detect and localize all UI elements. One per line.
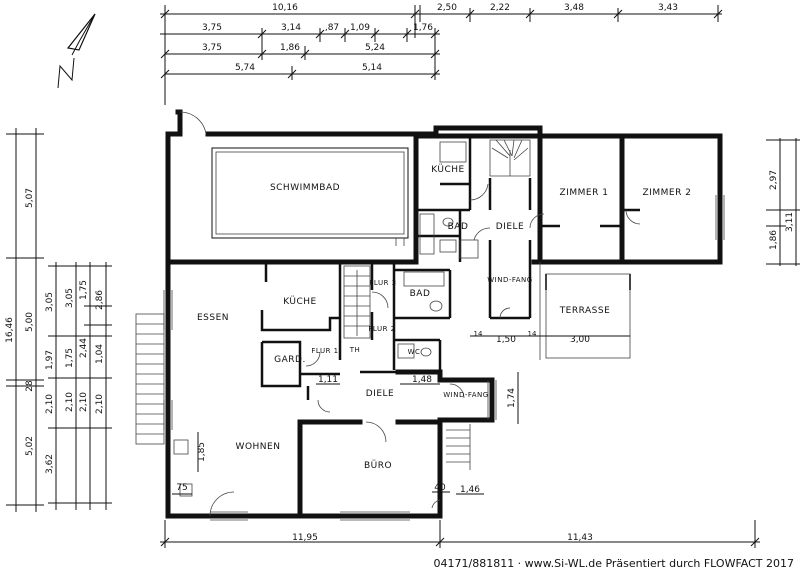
dim-ter-150: 1,50	[496, 335, 516, 345]
dim-r2-176: 1,76	[413, 23, 433, 33]
room-label-flur1: FLUR 1	[311, 347, 338, 355]
room-label-windfang-mid: WIND-FANG	[443, 391, 488, 399]
dim-right-186: 1,86	[769, 230, 779, 250]
bottom-dimension-lines	[160, 520, 760, 548]
dim-bottom-1143: 11,43	[567, 533, 593, 543]
room-label-zimmer2: ZIMMER 2	[643, 188, 692, 198]
room-label-zimmer1: ZIMMER 1	[560, 188, 609, 198]
room-label-wc: WC	[408, 348, 421, 356]
dim-ter-300: 3,00	[570, 335, 590, 345]
room-label-terrasse: TERRASSE	[559, 306, 611, 316]
dim-c2-210: 2,10	[45, 394, 55, 414]
dim-148: 1,48	[412, 375, 432, 385]
dim-top-348: 3,48	[564, 3, 584, 13]
swimming-pool	[211, 147, 409, 246]
dim-r4-514: 5,14	[362, 63, 382, 73]
dim-c3-305: 3,05	[65, 288, 75, 308]
footer-credit: 04171/881811 · www.Si-WL.de Präsentiert …	[433, 557, 795, 570]
dim-r3-524: 5,24	[365, 43, 385, 53]
room-label-flur2: FLUR 2	[368, 325, 395, 333]
room-label-diele-top: DIELE	[496, 222, 524, 232]
exterior-walls	[165, 109, 723, 519]
dim-185: 1,85	[197, 442, 207, 462]
dim-111: 1,11	[318, 375, 338, 385]
dim-c3-210: 2,10	[65, 392, 75, 412]
room-label-wohnen: WOHNEN	[236, 442, 281, 452]
dim-ter-14b: 14	[528, 330, 537, 338]
dim-c4-175: 1,75	[79, 280, 89, 300]
dim-left-500: 5,00	[25, 312, 35, 332]
dim-top-total-left: 10,16	[272, 3, 298, 13]
dim-c5-286: 2,86	[95, 290, 105, 310]
dim-left-total: 16,46	[5, 317, 15, 343]
left-dimension-lines	[6, 128, 112, 512]
staircase-mid	[343, 265, 371, 339]
dim-c2-362: 3,62	[45, 454, 55, 474]
room-label-bad-mid: BAD	[410, 289, 431, 299]
dim-left-28: 28	[25, 380, 35, 392]
room-label-kueche-mid: KÜCHE	[283, 296, 317, 307]
bathroom-fixtures	[173, 141, 479, 497]
dim-ter-14a: 14	[474, 330, 483, 338]
room-label-kueche-top: KÜCHE	[431, 164, 465, 175]
dim-c4-244: 2,44	[79, 338, 89, 358]
dim-r2-314: 3,14	[281, 23, 301, 33]
dim-bottom-1195: 11,95	[292, 533, 318, 543]
dim-40: 40	[434, 483, 446, 493]
dim-r2-375: 3,75	[202, 23, 222, 33]
dim-top-222: 2,22	[490, 3, 510, 13]
dim-r4-574: 5,74	[235, 63, 255, 73]
room-label-gard: GARD.	[274, 355, 306, 365]
dim-left-507: 5,07	[25, 188, 35, 208]
room-label-schwimmbad: SCHWIMMBAD	[270, 183, 340, 193]
room-label-essen: ESSEN	[197, 313, 229, 323]
entrance-steps	[446, 424, 471, 470]
dim-r3-375: 3,75	[202, 43, 222, 53]
dim-c5-104: 1,04	[95, 344, 105, 364]
dim-c2-197: 1,97	[45, 350, 55, 370]
dim-r3-186: 1,86	[280, 43, 300, 53]
dim-c5-210: 2,10	[95, 394, 105, 414]
room-label-windfang-top: WIND-FANG	[487, 276, 532, 284]
dim-top-250: 2,50	[437, 3, 457, 13]
room-label-diele-mid: DIELE	[366, 389, 394, 399]
dim-top-343: 3,43	[658, 3, 678, 13]
room-label-buero: BÜRO	[364, 460, 392, 471]
north-arrow-icon	[57, 13, 96, 89]
dim-c4-210: 2,10	[79, 392, 89, 412]
staircase-top	[489, 139, 531, 177]
dim-left-502: 5,02	[25, 436, 35, 456]
top-dimension-lines	[160, 5, 723, 105]
dim-right-311: 3,11	[785, 212, 795, 232]
stairs-left-exterior	[135, 313, 165, 445]
doors	[179, 111, 641, 517]
interior-walls	[260, 136, 640, 400]
dim-146: 1,46	[460, 485, 480, 495]
dim-c2-305: 3,05	[45, 292, 55, 312]
dim-75: 75	[176, 483, 187, 493]
windows	[163, 195, 725, 521]
room-label-flur3: FLUR 3	[369, 279, 396, 287]
room-label-th: TH	[349, 346, 361, 354]
dim-r2-109: 1,09	[350, 23, 370, 33]
right-dimension-lines	[766, 138, 800, 266]
dim-right-297: 2,97	[769, 170, 779, 190]
dim-r2-87: ,87	[325, 23, 339, 33]
inner-dimension-lines	[172, 335, 630, 495]
dim-c3-175: 1,75	[65, 348, 75, 368]
room-label-bad-top: BAD	[448, 222, 469, 232]
terrace-outline	[539, 262, 631, 360]
dim-174: 1,74	[507, 388, 517, 408]
